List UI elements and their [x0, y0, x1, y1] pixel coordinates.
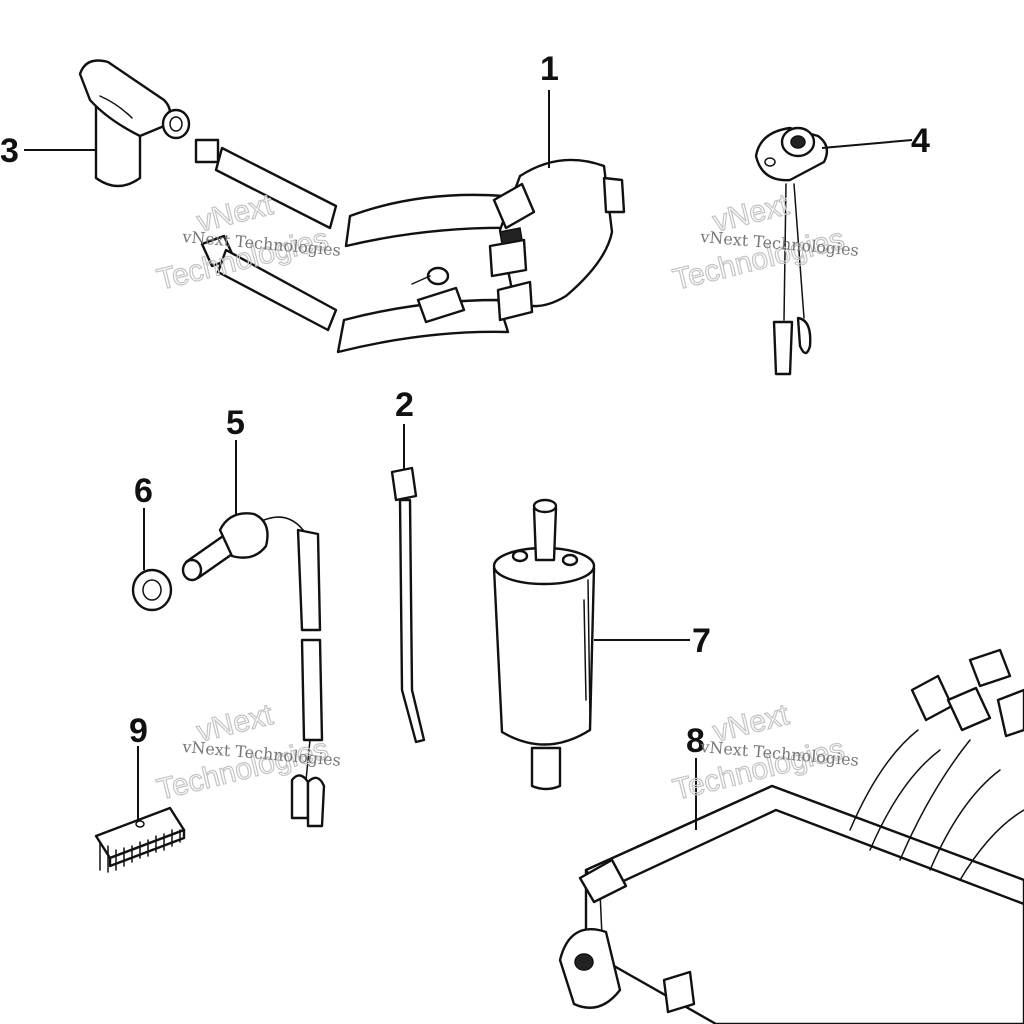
part-4-sensor[interactable]	[754, 126, 829, 376]
callout-8: 8	[686, 722, 705, 760]
callout-9: 9	[129, 712, 148, 750]
callout-4: 4	[911, 122, 930, 160]
part-8-ecu[interactable]	[558, 648, 1024, 1024]
callout-7: 7	[692, 622, 711, 660]
part-6-washer[interactable]	[131, 568, 173, 612]
part-1-ignition-coil[interactable]	[194, 138, 626, 354]
watermark-top-right: vNext Technologies vNext Technologies	[669, 187, 860, 297]
leader-lines	[24, 90, 913, 830]
callout-2: 2	[395, 386, 414, 424]
callout-6: 6	[134, 472, 153, 510]
callout-1: 1	[540, 50, 559, 88]
part-7-fuel-pump[interactable]	[492, 498, 596, 791]
callout-3: 3	[0, 132, 19, 170]
part-9-chip[interactable]	[94, 806, 186, 873]
part-5-temp-sensor[interactable]	[181, 512, 326, 828]
callout-5: 5	[226, 404, 245, 442]
part-2-cable-tie[interactable]	[390, 466, 426, 744]
part-3-spark-plug-cap[interactable]	[78, 59, 191, 188]
